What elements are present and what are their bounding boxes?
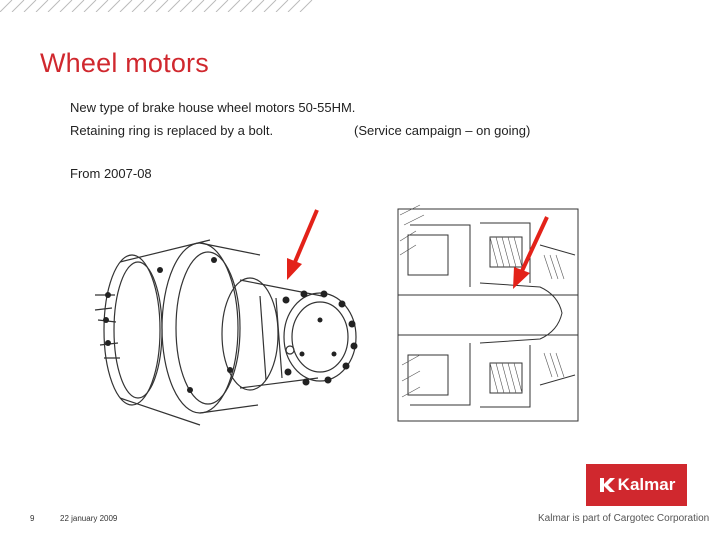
kalmar-logo: Kalmar	[586, 464, 687, 506]
date-from-line: From 2007-08	[70, 166, 152, 181]
wheel-motor-drawing	[90, 200, 360, 440]
page-number: 9	[30, 514, 35, 523]
arrow-indicator-right	[513, 216, 549, 289]
logo-text: Kalmar	[617, 475, 676, 494]
description-line-1: New type of brake house wheel motors 50-…	[70, 100, 356, 115]
kalmar-logo-icon	[599, 478, 615, 492]
header-stripe	[0, 0, 720, 12]
slide-title: Wheel motors	[40, 48, 209, 78]
arrow-indicator-left	[287, 209, 319, 280]
wheel-motor-section-drawing	[380, 195, 595, 435]
description-line-2: Retaining ring is replaced by a bolt.	[70, 123, 274, 138]
footer-date: 22 january 2009	[60, 514, 118, 523]
service-campaign-note: (Service campaign – on going)	[354, 123, 531, 138]
corporate-tagline: Kalmar is part of Cargotec Corporation	[538, 513, 710, 524]
